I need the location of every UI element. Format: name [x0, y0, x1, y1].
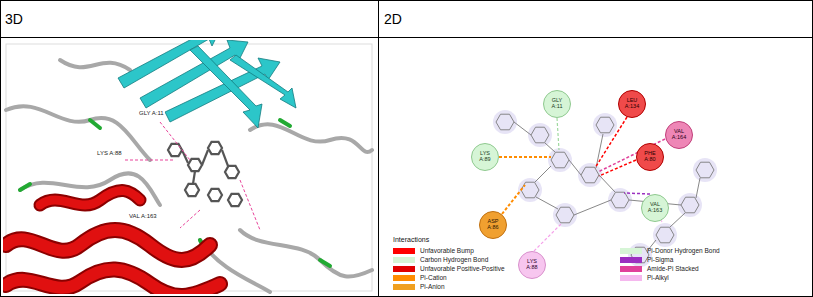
ligand-sticks [168, 142, 242, 206]
residue-label: VAL A:164 [669, 129, 689, 141]
legend-entry: Carbon Hydrogen Bond [393, 256, 488, 263]
residue-label: PHE A:80 [640, 151, 660, 163]
beta-sheet [118, 40, 296, 128]
residue-circle: LYS A:89 [471, 143, 499, 171]
solvent-halo [493, 110, 717, 267]
ligand-2d [493, 110, 717, 267]
legend-entry: Pi-Donor Hydrogen Bond [620, 247, 720, 254]
legend-entry: Pi-Alkyl [620, 274, 669, 281]
legend-swatch [393, 266, 415, 272]
legend-entry: Pi-Sigma [620, 256, 673, 263]
legend-entry: Unfavorable Bump [393, 247, 474, 254]
residue-label: ASP A:86 [483, 219, 503, 231]
legend-swatch [393, 248, 415, 254]
legend-text: Unfavorable Positive-Positive [420, 265, 505, 272]
protein-ribbon-3d [6, 40, 372, 294]
legend-entry: Pi-Cation [393, 274, 447, 281]
header-text: 3D [5, 11, 23, 27]
legend-text: Unfavorable Bump [420, 247, 474, 254]
legend-text: Pi-Cation [420, 274, 447, 281]
legend-entry: Pi-Anion [393, 283, 445, 290]
residue-tag: LYS A:88 [96, 150, 123, 156]
legend-text: Carbon Hydrogen Bond [420, 256, 488, 263]
legend-title: Interactions [392, 236, 430, 243]
residue-label: LYS A:89 [475, 151, 495, 163]
legend-swatch [393, 257, 415, 263]
residue-tag: VAL A:163 [128, 213, 158, 219]
legend-entry: Amide-Pi Stacked [620, 265, 699, 272]
residue-label: GLY A:11 [547, 98, 567, 110]
aromatic-ring [496, 114, 714, 263]
residue-label: VAL A:163 [645, 202, 665, 214]
residue-circle: VAL A:163 [641, 194, 669, 222]
residue-tag: GLY A:11 [138, 110, 165, 116]
legend-swatch [620, 248, 642, 254]
residue-circle: PHE A:80 [636, 143, 664, 171]
interaction-lines-3d [125, 122, 260, 230]
interaction-lines-2d [499, 117, 665, 251]
residue-label: LYS A:88 [522, 259, 542, 271]
table-header-cell: 3D [0, 0, 378, 37]
legend-swatch [620, 275, 642, 281]
legend-text: Pi-Sigma [647, 256, 673, 263]
alpha-helix [6, 191, 220, 294]
legend-swatch [620, 257, 642, 263]
legend-swatch [393, 284, 415, 290]
residue-circle: ASP A:86 [479, 211, 507, 239]
legend-text: Pi-Donor Hydrogen Bond [647, 247, 720, 254]
legend-text: Pi-Alkyl [647, 274, 669, 281]
legend-swatch [620, 266, 642, 272]
coil [6, 60, 372, 292]
legend-swatch [393, 275, 415, 281]
residue-circle: LYS A:88 [518, 251, 546, 279]
legend-text: Pi-Anion [420, 283, 445, 290]
residue-circle: VAL A:164 [665, 121, 693, 149]
residue-circle: GLY A:11 [543, 90, 571, 118]
residue-label: LEU A:134 [622, 98, 642, 110]
legend-entry: Unfavorable Positive-Positive [393, 265, 505, 272]
legend-text: Amide-Pi Stacked [647, 265, 699, 272]
table-header-cell: 2D [379, 0, 813, 37]
header-text: 2D [384, 11, 402, 27]
residue-circle: LEU A:134 [618, 90, 646, 118]
